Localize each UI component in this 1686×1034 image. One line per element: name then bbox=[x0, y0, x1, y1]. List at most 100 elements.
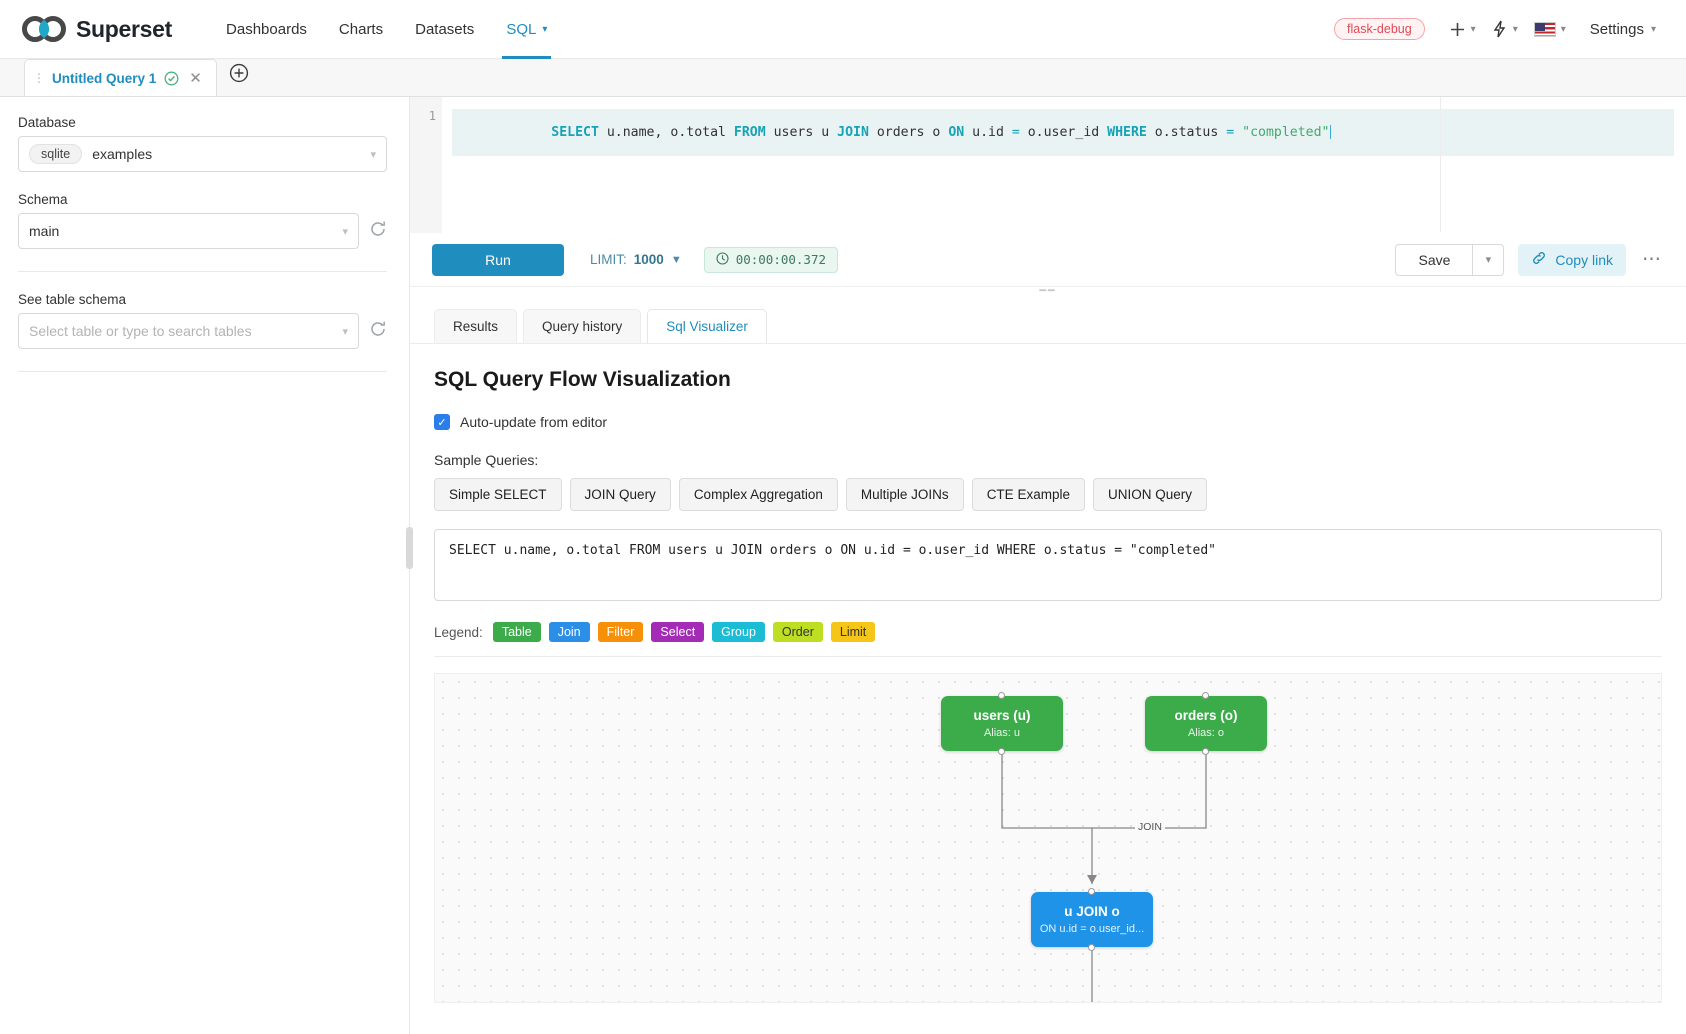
editor-line-number: 1 bbox=[428, 109, 436, 123]
token-select: SELECT bbox=[551, 125, 599, 140]
run-button[interactable]: Run bbox=[432, 243, 564, 276]
legend-badge-join: Join bbox=[548, 622, 590, 642]
graph-node-join[interactable]: u JOIN o ON u.id = o.user_id... bbox=[1031, 888, 1153, 951]
tab-sql-visualizer[interactable]: Sql Visualizer bbox=[647, 309, 767, 343]
limit-dropdown[interactable]: LIMIT: 1000 ▼ bbox=[590, 252, 682, 267]
refresh-tables-icon[interactable] bbox=[369, 320, 387, 343]
top-navbar: Superset Dashboards Charts Datasets SQL … bbox=[0, 0, 1686, 59]
superset-logo[interactable]: Superset bbox=[22, 16, 172, 43]
token-where: WHERE bbox=[1107, 125, 1147, 140]
page-title: SQL Query Flow Visualization bbox=[434, 368, 731, 391]
editor-gutter: 1 bbox=[410, 97, 442, 233]
copy-link-button[interactable]: Copy link bbox=[1518, 243, 1626, 276]
save-dropdown-chevron-down-icon[interactable]: ▾ bbox=[1472, 243, 1505, 276]
lightning-bolt-icon[interactable]: ▾ bbox=[1486, 16, 1524, 42]
nav-link-datasets[interactable]: Datasets bbox=[399, 0, 490, 59]
clock-icon bbox=[716, 251, 729, 268]
node-port-bottom bbox=[1202, 748, 1209, 755]
flask-debug-badge[interactable]: flask-debug bbox=[1334, 18, 1425, 40]
panel-resize-handle[interactable] bbox=[406, 527, 413, 569]
query-tab-untitled-query-1[interactable]: ⋮ Untitled Query 1 ✕ bbox=[24, 59, 217, 96]
token-status: o.status bbox=[1146, 125, 1227, 140]
node-port-bottom bbox=[1088, 944, 1095, 951]
sql-input-textarea[interactable] bbox=[434, 529, 1662, 601]
query-flow-canvas[interactable]: users (u) Alias: u orders (o) Alias: o J… bbox=[434, 673, 1662, 1003]
chevron-down-icon: ▾ bbox=[342, 325, 348, 338]
result-tabs: Results Query history Sql Visualizer bbox=[410, 301, 1686, 343]
schema-select[interactable]: main ▾ bbox=[18, 213, 359, 249]
table-search-placeholder: Select table or type to search tables bbox=[29, 323, 252, 339]
token-orders: orders o bbox=[868, 125, 949, 140]
graph-node-orders-subtitle: Alias: o bbox=[1187, 727, 1225, 739]
nav-link-charts-label: Charts bbox=[338, 20, 384, 38]
schema-row: main ▾ bbox=[18, 213, 387, 249]
pane-resize-handle[interactable]: ━━ bbox=[410, 286, 1686, 301]
graph-node-users[interactable]: users (u) Alias: u bbox=[941, 692, 1063, 755]
us-flag-icon bbox=[1533, 21, 1556, 37]
left-panel: Database sqlite examples ▾ Schema main ▾… bbox=[0, 97, 413, 1034]
caret-down-icon: ▼ bbox=[670, 253, 682, 266]
graph-node-orders-title: orders (o) bbox=[1174, 708, 1238, 723]
tab-results-label: Results bbox=[453, 319, 499, 334]
nav-link-dashboards-label: Dashboards bbox=[226, 20, 307, 38]
refresh-schema-icon[interactable] bbox=[369, 220, 387, 243]
tab-query-history-label: Query history bbox=[542, 319, 623, 334]
caret-down-icon: ▾ bbox=[1560, 23, 1566, 35]
graph-edge-label-join: JOIN bbox=[1135, 821, 1165, 833]
tabs-divider bbox=[410, 343, 1686, 344]
query-tab-label: Untitled Query 1 bbox=[52, 70, 157, 86]
close-icon[interactable]: ✕ bbox=[189, 70, 202, 87]
sql-editor[interactable]: 1 SELECT u.name, o.total FROM users u JO… bbox=[410, 97, 1686, 233]
brand-name: Superset bbox=[76, 15, 173, 42]
drag-handle-icon[interactable]: ⋮ bbox=[33, 71, 45, 85]
editor-code-line: SELECT u.name, o.total FROM users u JOIN… bbox=[452, 109, 1674, 156]
save-button-group: Save ▾ bbox=[1395, 243, 1505, 276]
table-search-select[interactable]: Select table or type to search tables ▾ bbox=[18, 313, 359, 349]
nav-link-dashboards[interactable]: Dashboards bbox=[210, 0, 323, 59]
tab-query-history[interactable]: Query history bbox=[523, 309, 642, 343]
plus-icon[interactable]: ▾ bbox=[1443, 17, 1482, 42]
graph-node-orders[interactable]: orders (o) Alias: o bbox=[1145, 692, 1267, 755]
sample-button-multiple-joins[interactable]: Multiple JOINs bbox=[845, 478, 964, 511]
see-table-schema-label: See table schema bbox=[18, 292, 127, 307]
schema-value: main bbox=[29, 223, 60, 239]
check-circle-icon bbox=[164, 71, 179, 86]
add-tab-icon[interactable] bbox=[229, 63, 249, 88]
panel-divider-bottom bbox=[18, 371, 387, 372]
token-completed: "completed" bbox=[1242, 125, 1330, 140]
chevron-down-icon: ▾ bbox=[1470, 23, 1476, 35]
graph-node-users-title: users (u) bbox=[973, 708, 1031, 723]
settings-menu[interactable]: Settings ▾ bbox=[1576, 21, 1664, 38]
token-space bbox=[1234, 125, 1242, 140]
language-selector[interactable]: ▾ bbox=[1528, 18, 1572, 41]
token-eq1: = bbox=[1011, 125, 1020, 140]
sample-button-complex-aggregation[interactable]: Complex Aggregation bbox=[678, 478, 838, 511]
sample-queries-row: Simple SELECT JOIN Query Complex Aggrega… bbox=[434, 478, 1662, 511]
nav-link-sql[interactable]: SQL ▾ bbox=[490, 0, 563, 59]
tab-sql-visualizer-label: Sql Visualizer bbox=[666, 319, 748, 334]
sample-button-union-query[interactable]: UNION Query bbox=[1092, 478, 1207, 511]
database-label: Database bbox=[18, 115, 76, 130]
editor-code-area[interactable]: SELECT u.name, o.total FROM users u JOIN… bbox=[442, 97, 1686, 233]
database-select[interactable]: sqlite examples ▾ bbox=[18, 136, 387, 172]
timer-value: 00:00:00.372 bbox=[735, 252, 827, 267]
tab-results[interactable]: Results bbox=[434, 309, 518, 343]
right-panel: 1 SELECT u.name, o.total FROM users u JO… bbox=[410, 97, 1686, 1034]
sample-button-cte-example[interactable]: CTE Example bbox=[971, 478, 1085, 511]
workspace: Database sqlite examples ▾ Schema main ▾… bbox=[0, 97, 1686, 1034]
chevron-down-icon: ▾ bbox=[342, 225, 348, 238]
node-port-top bbox=[1202, 692, 1209, 699]
chevron-down-icon: ▾ bbox=[370, 148, 376, 161]
legend-badge-order: Order bbox=[772, 622, 823, 642]
sample-button-simple-select[interactable]: Simple SELECT bbox=[434, 478, 562, 511]
auto-update-checkbox[interactable]: ✓ bbox=[434, 414, 450, 430]
copy-link-label: Copy link bbox=[1555, 251, 1613, 268]
nav-link-charts[interactable]: Charts bbox=[323, 0, 399, 59]
legend-badge-table: Table bbox=[492, 622, 541, 642]
graph-node-join-title: u JOIN o bbox=[1064, 904, 1120, 919]
save-button[interactable]: Save bbox=[1395, 243, 1473, 276]
sample-button-join-query[interactable]: JOIN Query bbox=[569, 478, 671, 511]
token-from: FROM bbox=[733, 125, 766, 140]
auto-update-label: Auto-update from editor bbox=[460, 414, 608, 430]
ellipsis-icon[interactable]: ⋯ bbox=[1642, 249, 1662, 270]
